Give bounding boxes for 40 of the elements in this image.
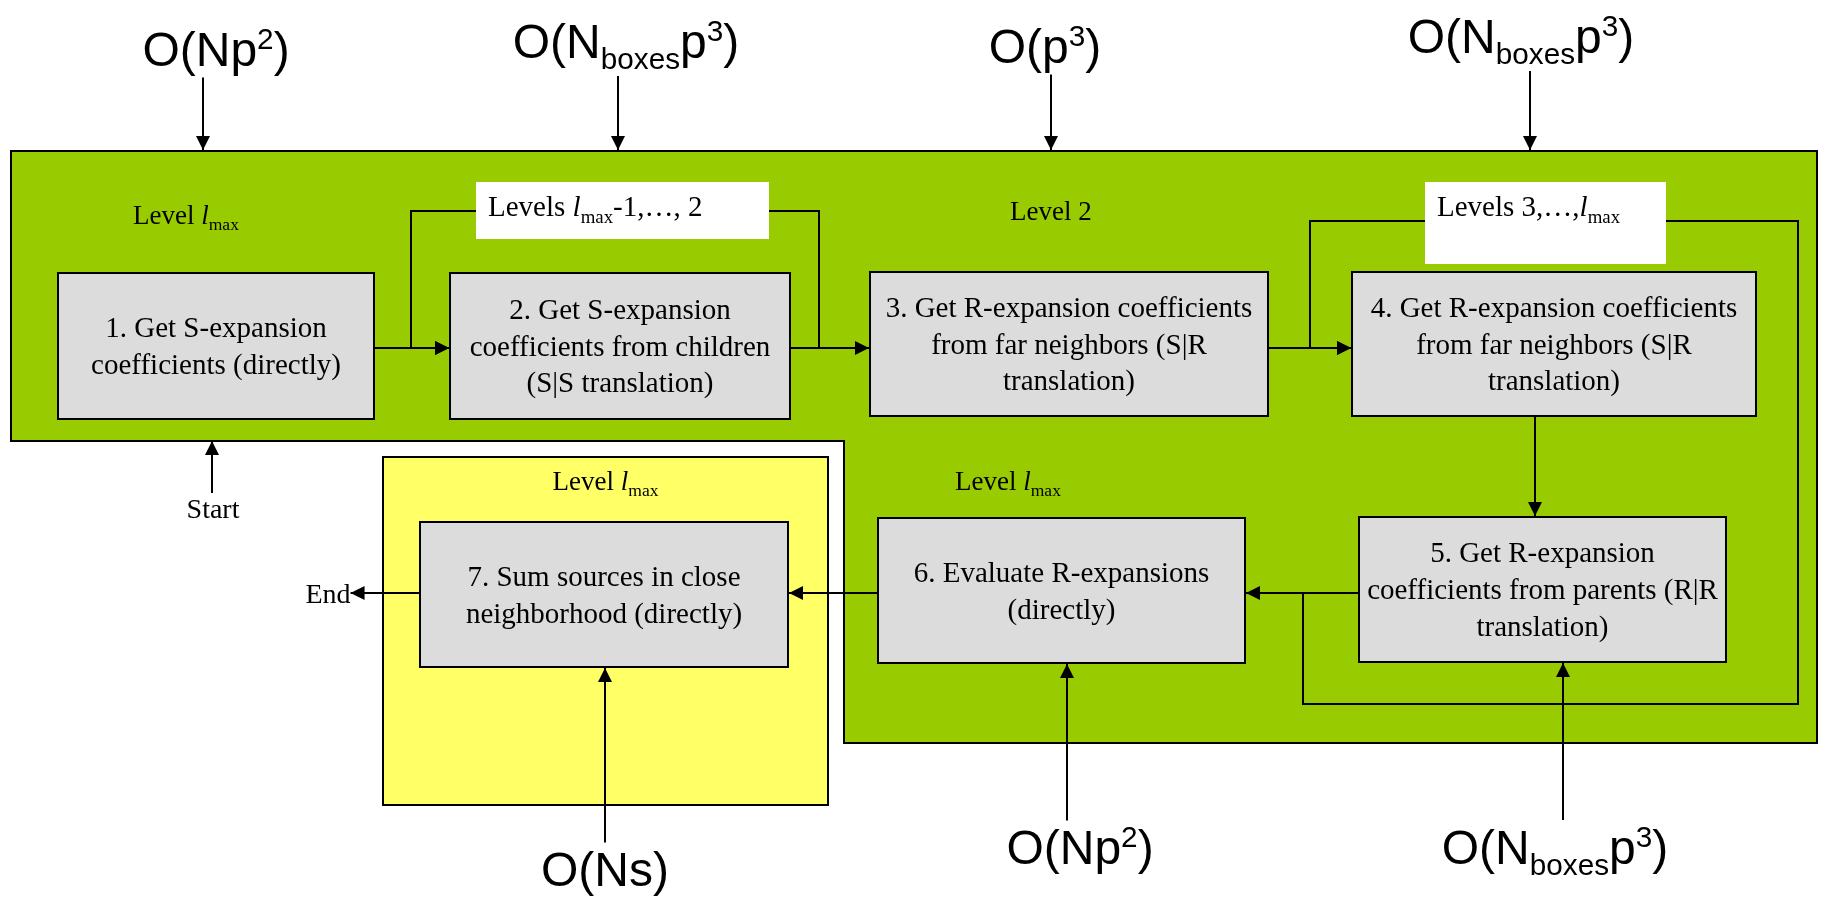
- complexity-label: O(N$_{boxes}$p$^{3}$): [1441, 820, 1669, 882]
- complexity-label: O(Np$^{2}$): [1006, 820, 1154, 876]
- arrow: [410, 210, 477, 355]
- arrow: [1528, 416, 1542, 517]
- arrow: [788, 586, 878, 600]
- process-box: 6. Evaluate R-expansions (directly): [877, 517, 1246, 664]
- arrow: [1245, 586, 1359, 600]
- level-range-label: Levels l$_{max}$-1,…, 2: [476, 182, 769, 239]
- arrow: [205, 440, 219, 494]
- arrow: [196, 76, 210, 151]
- terminal-label: End: [305, 578, 351, 610]
- terminal-label: Start: [186, 493, 240, 525]
- arrow: [1523, 69, 1537, 151]
- arrow: [611, 74, 625, 151]
- complexity-label: O(Np$^{2}$): [142, 22, 290, 78]
- process-box: 7. Sum sources in close neighborhood (directly): [419, 521, 789, 668]
- complexity-label: O(N$_{boxes}$p$^{3}$): [1407, 9, 1635, 71]
- arrow: [1060, 663, 1074, 822]
- process-box: 1. Get S-expansion coefficients (directly): [57, 272, 375, 420]
- complexity-label: O(p$^{3}$): [988, 19, 1102, 75]
- level-heading: Level l$_{max}$: [955, 466, 1061, 502]
- level-heading: Level l$_{max}$: [551, 466, 660, 502]
- level-panel: [382, 456, 829, 806]
- process-box: 3. Get R-expansion coefficients from far neighbors (S|R translation): [869, 271, 1269, 417]
- process-box: 4. Get R-expansion coefficients from far neighbors (S|R translation): [1351, 271, 1757, 417]
- arrow: [1309, 220, 1426, 355]
- level-heading: Level l$_{max}$: [133, 200, 239, 236]
- process-box: 2. Get S-expansion coefficients from children (S|S translation): [449, 272, 791, 420]
- connector-line: [768, 210, 820, 349]
- arrow: [1044, 73, 1058, 151]
- process-box: 5. Get R-expansion coefficients from parents (R|R translation): [1358, 516, 1727, 663]
- level-heading: Level 2: [1010, 196, 1092, 227]
- arrow: [349, 586, 420, 600]
- arrow: [1556, 662, 1570, 822]
- complexity-label: O(Ns): [541, 842, 669, 898]
- connector-line: [1302, 220, 1799, 705]
- level-range-label: Levels 3,…,l$_{max}$: [1425, 182, 1666, 264]
- arrow: [598, 667, 612, 844]
- complexity-label: O(N$_{boxes}$p$^{3}$): [512, 14, 740, 76]
- arrow: [790, 341, 870, 355]
